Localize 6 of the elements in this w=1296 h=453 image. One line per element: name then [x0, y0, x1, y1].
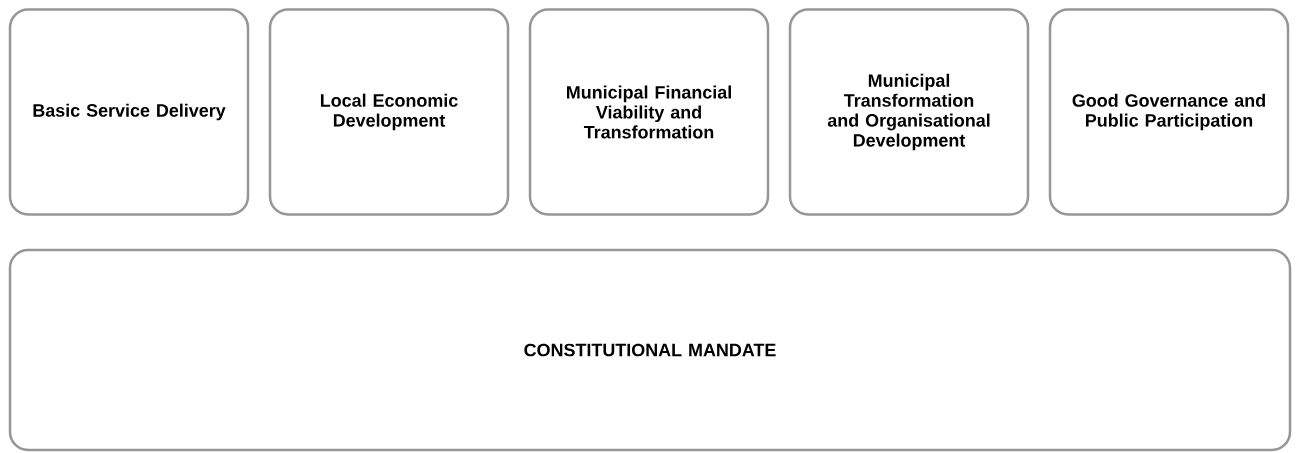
text-box: Municipal Financial Viability and Transformation	[528, 8, 770, 216]
text-box: Municipal Transformation and Organisational Development	[788, 8, 1030, 216]
text-box: Local Economic Development	[268, 8, 510, 216]
text-box: CONSTITUTIONAL MANDATE	[8, 248, 1292, 452]
text-box: Good Governance and Public Participation	[1048, 8, 1290, 216]
text-box: Basic Service Delivery	[8, 8, 250, 216]
